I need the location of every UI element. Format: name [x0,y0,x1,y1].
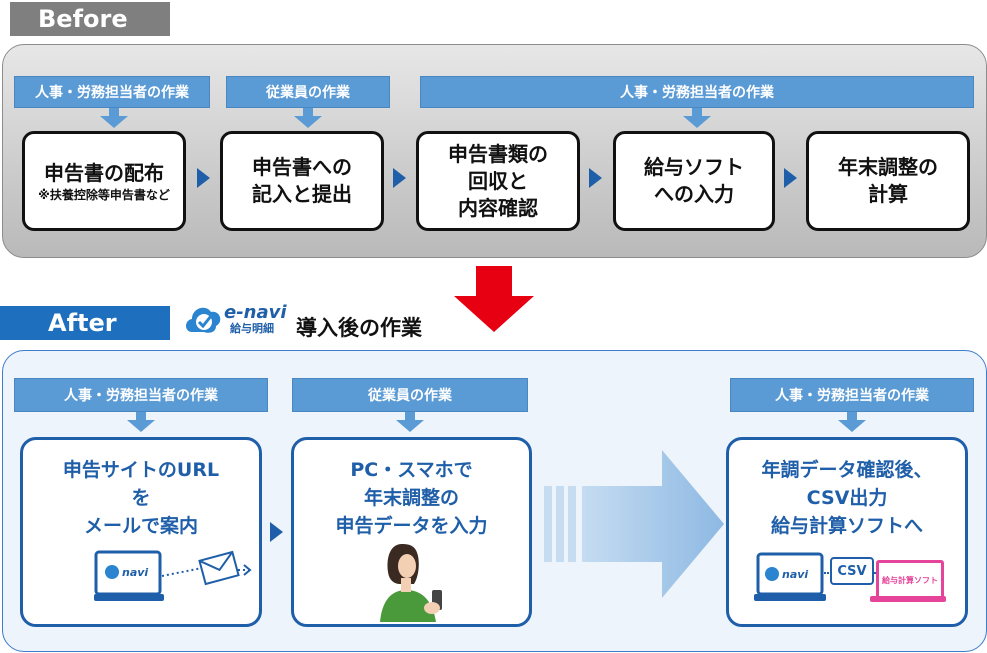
payroll-software-label: 給与計算ソフト [882,575,938,585]
woman-smartphone-illustration [380,544,442,622]
before-role-employee-label: 従業員の作業 [266,85,350,101]
after-role-hr-1: 人事・労務担当者の作業 [14,378,268,412]
before-down-stem-1 [109,108,119,118]
after-down-stem-2 [405,412,415,422]
after-heading: 導入後の作業 [296,316,422,340]
laptop-enavi-icon: navi [754,552,826,601]
before-down-stem-3 [692,108,702,118]
e-navi-logo: e-navi 給与明細 [224,304,290,338]
after-tab-label: After [48,309,117,337]
before-step-calc: 年末調整の 計算 [806,131,970,231]
step-line: 計算 [868,182,908,206]
logo-sub: 給与明細 [230,322,274,335]
after-down-stem-1 [136,412,146,422]
transition-red-arrow [454,266,534,332]
step-line: 申告書への [252,155,352,179]
before-next-arrow-2 [393,168,406,188]
payroll-laptop-base [870,596,946,602]
svg-text:navi: navi [782,568,808,581]
before-next-arrow-3 [589,168,602,188]
step-line: 申告データを入力 [335,515,488,537]
step-line: を [131,487,151,509]
before-next-arrow-4 [784,168,797,188]
before-down-arrow-3 [683,116,711,128]
after-role-hr-2: 人事・労務担当者の作業 [730,378,974,412]
before-down-arrow-2 [294,116,322,128]
before-role-hr-1-label: 人事・労務担当者の作業 [35,85,189,101]
before-next-arrow-1 [197,168,210,188]
before-step-enter-software: 給与ソフト への入力 [613,131,775,231]
step-line: 年調データ確認後、 [761,459,933,481]
after-role-employee-label: 従業員の作業 [368,388,452,404]
step-line: 申告書の配布 [44,160,164,185]
after-down-arrow-2 [396,420,424,432]
step-line: 回収と [468,168,528,193]
step-line: 申告書類の [448,141,548,166]
step-line: 記入と提出 [252,182,352,206]
e-navi-logo-icon [186,307,221,333]
before-role-hr-1: 人事・労務担当者の作業 [14,76,210,108]
before-down-stem-2 [303,108,313,118]
flow-big-arrow [544,450,724,598]
payroll-software-laptop-icon: 給与計算ソフト [876,560,944,600]
csv-file-icon: CSV [830,557,874,585]
after-next-arrow-1 [270,522,283,542]
step-line: CSV出力 [806,487,888,509]
csv-label: CSV [837,563,867,579]
after-down-stem-3 [847,412,857,422]
step-line: 年末調整の [838,155,938,179]
before-step-fill-submit: 申告書への 記入と提出 [220,131,384,231]
before-down-arrow-1 [100,116,128,128]
before-role-hr-2-label: 人事・労務担当者の作業 [620,85,774,101]
after-role-hr-1-label: 人事・労務担当者の作業 [64,388,218,404]
before-role-hr-2: 人事・労務担当者の作業 [420,76,974,108]
step-note: ※扶養控除等申告書など [38,187,170,202]
step-line: 内容確認 [458,195,538,220]
after-role-hr-2-label: 人事・労務担当者の作業 [775,388,929,404]
svg-text:navi: navi [122,566,148,579]
step-line: 年末調整の [363,487,459,509]
step-line: 申告サイトのURL [62,459,220,481]
after-step-send-url: 申告サイトのURL を メールで案内 [20,437,262,627]
before-tab-label: Before [38,5,128,33]
logo-text: e-navi [224,302,287,323]
after-down-arrow-1 [127,420,155,432]
step-line: への入力 [654,182,734,206]
before-tab: Before [10,2,170,36]
step-line: PC・スマホで [350,459,473,481]
before-role-employee: 従業員の作業 [226,76,390,108]
after-down-arrow-3 [838,420,866,432]
before-step-collect-check: 申告書類の 回収と 内容確認 [416,131,580,231]
before-step-distribute: 申告書の配布 ※扶養控除等申告書など [22,131,186,231]
after-tab: After [0,306,170,340]
step-line: メールで案内 [83,515,198,537]
laptop-mail-illustration: navi [94,550,252,601]
step-line: 給与計算ソフトへ [770,515,923,537]
after-role-employee: 従業員の作業 [292,378,528,412]
step-line: 給与ソフト [644,155,744,179]
